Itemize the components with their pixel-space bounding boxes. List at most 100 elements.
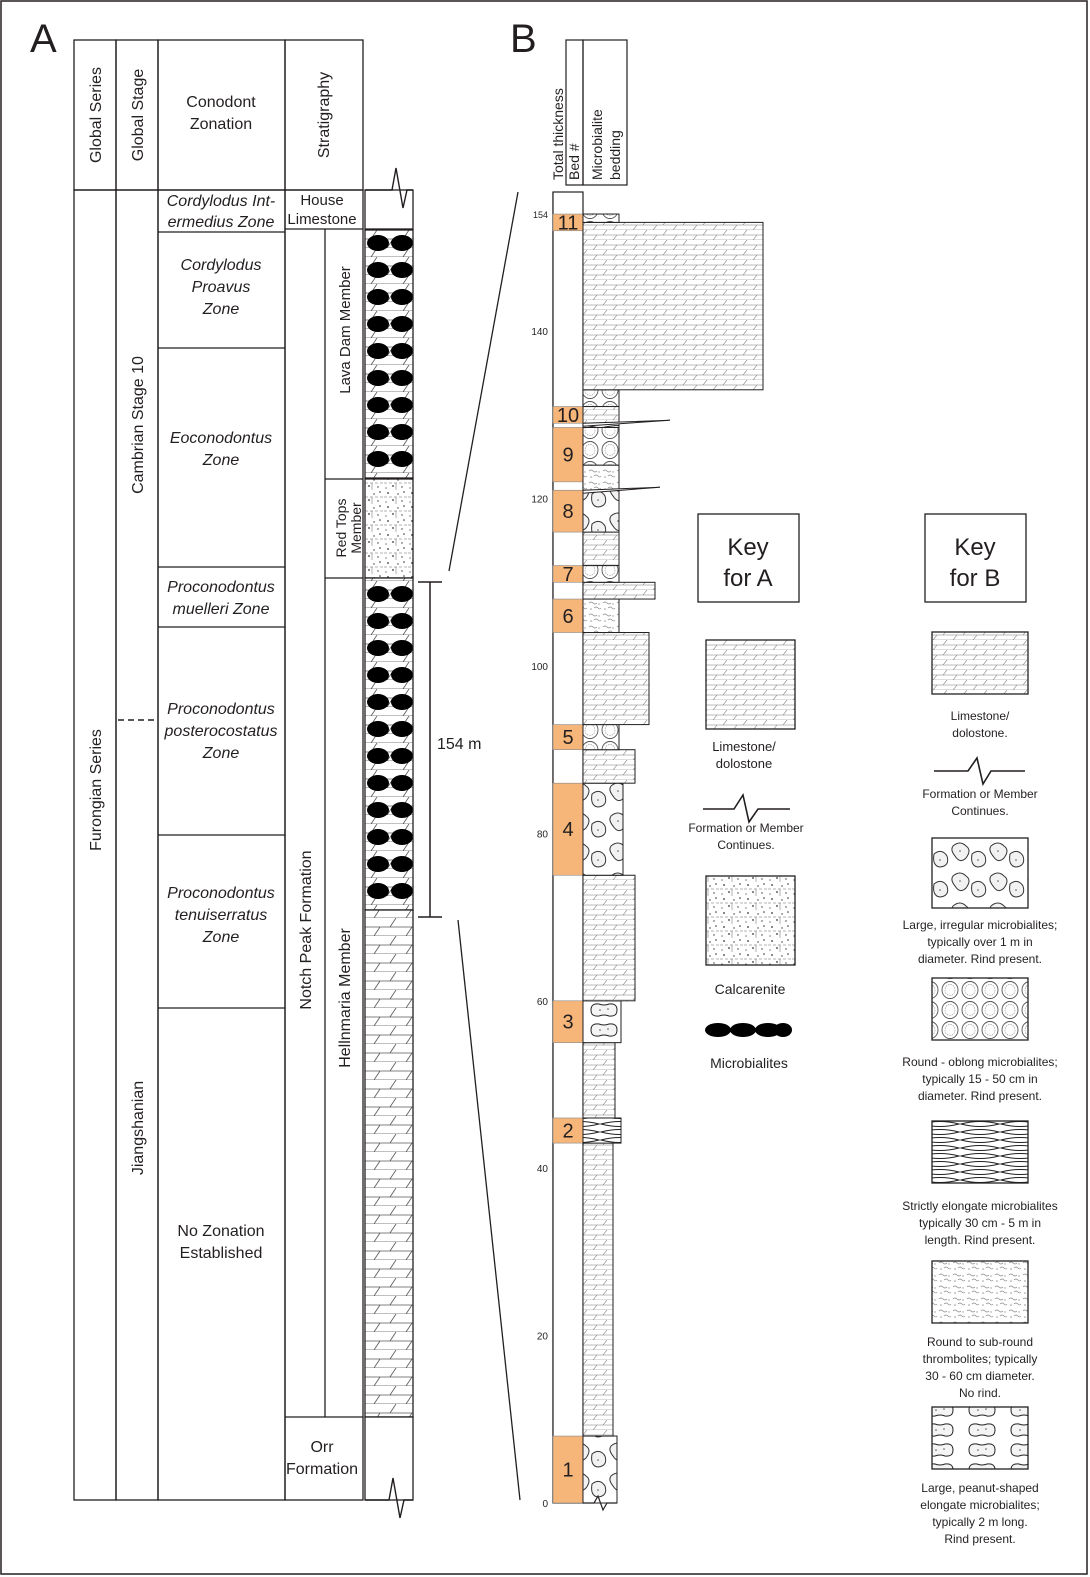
litho-a-hellnmaria-lime	[365, 910, 413, 1417]
zone-cordylodus-intermedius-l1: Cordylodus Int-	[167, 193, 276, 210]
axis-tick-label: 120	[531, 495, 548, 506]
key-b-thrombolites-l1: Round to sub-round	[927, 1335, 1033, 1349]
panel-b-letter: B	[510, 17, 537, 61]
bed-number: 4	[562, 819, 573, 841]
litho-a-orr	[365, 1417, 413, 1500]
bed-number: 10	[557, 405, 579, 427]
key-b-limestone-l1: Limestone/	[951, 709, 1010, 723]
zone-cordylodus-proavus-l1: Cordylodus	[181, 257, 262, 274]
bed-number: 9	[562, 445, 573, 467]
axis-tick-label: 100	[531, 662, 548, 673]
litho-unit	[583, 566, 619, 583]
axis-tick-label: 60	[537, 997, 549, 1008]
key-a-continues-l1: Formation or Member	[688, 821, 803, 835]
key-b-thrombolites-l4: No rind.	[959, 1386, 1001, 1400]
zone-cordylodus-intermedius-l2: ermedius Zone	[168, 214, 275, 231]
litho-unit	[583, 214, 619, 222]
zone-no-zonation-l1: No Zonation	[177, 1223, 264, 1240]
header-bed-number: Bed #	[566, 143, 582, 180]
litho-unit	[583, 1001, 621, 1043]
key-a-continues-l2: Continues.	[717, 838, 774, 852]
header-total-thickness: Total thickness	[550, 88, 566, 180]
key-a-continues-symbol	[703, 795, 790, 822]
key-b-peanut-swatch	[932, 1407, 1028, 1469]
litho-unit	[583, 582, 655, 599]
key-a-calcarenite-swatch	[706, 876, 795, 965]
header-stratigraphy: Stratigraphy	[316, 72, 333, 158]
key-b-limestone-swatch	[932, 632, 1028, 694]
strat-lava-dam: Lava Dam Member	[337, 266, 354, 394]
key-b-elongate-l3: length. Rind present.	[925, 1233, 1036, 1247]
zone-proconodontus-tenuiserratus-l2: tenuiserratus	[175, 907, 268, 924]
zone-proconodontus-muelleri-l2: muelleri Zone	[173, 601, 270, 618]
litho-unit	[583, 465, 619, 490]
zone-cordylodus-proavus-l2: Proavus	[192, 279, 251, 296]
key-b-continues-l2: Continues.	[951, 804, 1008, 818]
litho-unit	[583, 783, 623, 875]
header-global-series: Global Series	[88, 67, 105, 163]
key-b-peanut-l3: typically 2 m long.	[932, 1515, 1027, 1529]
key-b-thrombolites-l3: 30 - 60 cm diameter.	[925, 1369, 1034, 1383]
litho-unit	[583, 875, 635, 1001]
key-a-title-l2: for A	[723, 565, 772, 592]
litho-unit	[583, 1436, 617, 1503]
bed-number: 6	[562, 606, 573, 628]
key-b-title-l1: Key	[954, 534, 995, 561]
key-b-thrombolites-swatch	[932, 1261, 1028, 1323]
header-global-stage: Global Stage	[130, 69, 147, 162]
zone-proconodontus-posterocostatus-l1: Proconodontus	[167, 701, 275, 718]
connector-bottom	[458, 920, 520, 1500]
zone-proconodontus-muelleri-l1: Proconodontus	[167, 579, 275, 596]
key-b-large-irregular-l2: typically over 1 m in	[927, 935, 1032, 949]
key-b-round-oblong-l3: diameter. Rind present.	[918, 1089, 1042, 1103]
key-b-title-l2: for B	[950, 565, 1001, 592]
key-b-large-irregular-l3: diameter. Rind present.	[918, 952, 1042, 966]
measure-label: 154 m	[437, 736, 481, 753]
panel-a: A Global Series Global Stage Conodont Zo…	[30, 17, 520, 1518]
bed-number: 11	[558, 212, 579, 234]
zone-proconodontus-posterocostatus-l3: Zone	[202, 745, 240, 762]
litho-unit	[583, 532, 619, 565]
litho-unit	[583, 407, 619, 424]
key-b-thrombolites-l2: thrombolites; typically	[923, 1352, 1038, 1366]
zone-eoconodontus-l2: Zone	[202, 452, 240, 469]
litho-unit	[583, 1143, 613, 1436]
zone-cordylodus-proavus-l3: Zone	[202, 301, 240, 318]
key-a-title-l1: Key	[727, 534, 768, 561]
axis-tick-label: 80	[537, 829, 549, 840]
panel-a-body	[74, 190, 363, 1500]
key-b-peanut-l4: Rind present.	[944, 1532, 1015, 1546]
series-furongian: Furongian Series	[88, 729, 105, 851]
key-a-calcarenite-label: Calcarenite	[715, 981, 786, 997]
key-a: Key for A Limestone/ dolostone Formation…	[688, 514, 803, 1071]
litho-b-column	[583, 214, 763, 1510]
key-b-round-oblong-l1: Round - oblong microbialites;	[902, 1055, 1057, 1069]
key-a-limestone-l2: dolostone	[716, 756, 772, 771]
strat-red-tops-l2: Member	[348, 502, 364, 554]
key-b-large-irregular-swatch	[932, 838, 1028, 908]
header-conodont-l2: Zonation	[190, 116, 252, 133]
connector-top	[449, 192, 518, 571]
bed-number: 8	[562, 501, 573, 523]
header-microbialite-l1: Microbialite	[589, 109, 605, 180]
bed-number: 5	[562, 727, 573, 749]
key-b-round-oblong-l2: typically 15 - 50 cm in	[922, 1072, 1037, 1086]
axis-tick-label: 20	[537, 1332, 549, 1343]
strat-notch-peak: Notch Peak Formation	[298, 850, 315, 1009]
litho-unit	[583, 599, 619, 632]
litho-unit	[583, 725, 619, 750]
key-a-microbialites-label: Microbialites	[710, 1055, 788, 1071]
zone-proconodontus-tenuiserratus-l1: Proconodontus	[167, 885, 275, 902]
key-b: Key for B Limestone/ dolostone. Formatio…	[902, 514, 1057, 1546]
key-b-elongate-l2: typically 30 cm - 5 m in	[919, 1216, 1041, 1230]
axis-tick-label: 140	[531, 327, 548, 338]
key-b-continues-l1: Formation or Member	[922, 787, 1037, 801]
litho-unit	[583, 222, 763, 389]
bed-number: 2	[562, 1121, 573, 1143]
stage-jiangshanian: Jiangshanian	[130, 1081, 147, 1175]
strat-red-tops-l1: Red Tops	[333, 499, 349, 558]
conodont-zones: Cordylodus Int- ermedius Zone Cordylodus…	[164, 193, 278, 946]
key-a-limestone-swatch	[706, 640, 795, 729]
key-b-elongate-swatch	[932, 1121, 1028, 1183]
bed-number: 7	[562, 564, 573, 586]
